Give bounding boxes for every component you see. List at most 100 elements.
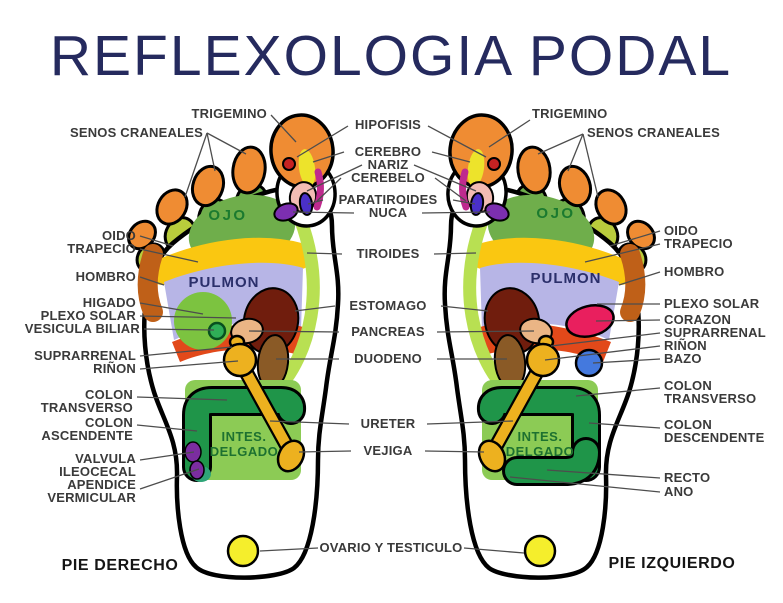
- leader-hipofisis-l: [296, 125, 349, 158]
- leader-senos-right-1: [537, 133, 584, 155]
- zone-corazon: [565, 304, 615, 338]
- leader-ovario-r: [463, 547, 525, 554]
- leader-hombro-right: [618, 271, 661, 286]
- label-higado-left: HIGADO: [83, 295, 136, 310]
- label-vejiga: VEJIGA: [364, 443, 413, 458]
- leader-trapecio-right: [584, 243, 661, 263]
- labels-center: HIPOFISIS CEREBRO NARIZ CEREBELO PARATIR…: [319, 117, 462, 555]
- leader-suprarrenal-right: [550, 332, 661, 347]
- leader-apendice-left: [139, 468, 200, 490]
- label-paratiroides: PARATIROIDES: [339, 192, 438, 207]
- leader-colon-ascendente-left: [136, 424, 198, 432]
- leader-ureter-r: [426, 420, 514, 425]
- label-pancreas: PANCREAS: [351, 324, 425, 339]
- label-rinon-left: RIÑON: [93, 361, 136, 376]
- leader-tiroides-r: [433, 252, 477, 255]
- leader-pancreas-l: [248, 330, 340, 333]
- label-oido-left: OIDO: [102, 228, 136, 243]
- leader-vesicula-left: [143, 328, 215, 331]
- leader-higado-left: [139, 302, 204, 315]
- pulmon-text-right: PULMON: [531, 270, 602, 287]
- label-trapecio-left: TRAPECIO: [67, 241, 136, 256]
- label-senos-craneales-left: SENOS CRANEALES: [70, 125, 203, 140]
- label-descendente-right: DESCENDENTE: [664, 430, 765, 445]
- leader-nariz-l: [306, 164, 363, 192]
- leader-nuca-r: [421, 211, 491, 214]
- leader-cerebelo-l: [316, 177, 342, 202]
- label-plexo-solar-right: PLEXO SOLAR: [664, 296, 760, 311]
- leader-rinon-left: [139, 360, 239, 370]
- leader-bazo-right: [592, 358, 661, 364]
- label-duodeno: DUODENO: [354, 351, 422, 366]
- ojo-text-right: OJO: [536, 205, 575, 222]
- leader-senos-right-2: [567, 133, 584, 172]
- leader-senos-left-1: [206, 132, 247, 155]
- label-cerebelo: CEREBELO: [351, 170, 425, 185]
- leader-hombro-left: [139, 276, 165, 286]
- leader-lines-center: [248, 125, 535, 554]
- leader-lines-left: [136, 114, 297, 490]
- label-ovario-testiculo: OVARIO Y TESTICULO: [319, 540, 462, 555]
- leader-nariz-r: [413, 164, 477, 192]
- leader-recto-right: [546, 469, 661, 479]
- label-vermicular-left: VERMICULAR: [47, 490, 136, 505]
- leader-tiroides-l: [306, 252, 343, 255]
- labels-right: TRIGEMINO SENOS CRANEALES OIDO TRAPECIO …: [532, 106, 766, 499]
- leader-ano-right: [509, 476, 661, 493]
- label-estomago: ESTOMAGO: [349, 298, 426, 313]
- label-cerebro: CEREBRO: [355, 144, 421, 159]
- label-ureter: URETER: [361, 416, 416, 431]
- leader-senos-right-3: [582, 133, 599, 198]
- labels-left: TRIGEMINO SENOS CRANEALES OIDO TRAPECIO …: [25, 106, 267, 505]
- page-title: REFLEXOLOGIA PODAL: [50, 24, 732, 88]
- foot-right-group: [445, 112, 660, 578]
- foot-left-group: [123, 112, 338, 578]
- label-ano-right: ANO: [664, 484, 694, 499]
- leader-oido-right: [609, 230, 661, 247]
- leader-colon-transverso-left: [136, 396, 228, 401]
- intestino-text-right-2: DELGADO: [506, 444, 575, 459]
- leader-cerebro-r: [431, 151, 471, 163]
- leader-corazon-right: [595, 319, 661, 322]
- ojo-text-left: OJO: [208, 207, 247, 224]
- intestino-text-left-2: DELGADO: [210, 444, 279, 459]
- label-hipofisis: HIPOFISIS: [355, 117, 421, 132]
- leader-senos-left-2: [206, 132, 216, 172]
- label-colon-1-left: COLON: [85, 387, 133, 402]
- leader-ovario-l: [259, 547, 319, 552]
- label-rinon-right: RIÑON: [664, 338, 707, 353]
- leader-nuca-l: [292, 211, 355, 214]
- footer-pie-derecho: PIE DERECHO: [62, 557, 179, 574]
- label-transverso-left: TRANSVERSO: [41, 400, 133, 415]
- leader-valvula-left: [139, 451, 195, 461]
- label-colon-2-right: COLON: [664, 417, 712, 432]
- leader-cerebro-l: [312, 151, 345, 163]
- label-hombro-left: HOMBRO: [76, 269, 136, 284]
- label-trigemino-left: TRIGEMINO: [192, 106, 267, 121]
- label-recto-right: RECTO: [664, 470, 710, 485]
- leader-pancreas-r: [436, 330, 535, 333]
- intestino-text-right-1: INTES.: [518, 429, 563, 444]
- leader-oido-left: [139, 235, 174, 247]
- leader-cerebelo-r: [434, 177, 467, 202]
- leader-estomago-r: [440, 305, 489, 312]
- label-apendice-left: APENDICE: [67, 477, 136, 492]
- label-colon-1-right: COLON: [664, 378, 712, 393]
- label-corazon-right: CORAZON: [664, 312, 731, 327]
- label-hombro-right: HOMBRO: [664, 264, 724, 279]
- leader-estomago-l: [294, 305, 336, 312]
- leader-trigemino-left: [270, 114, 297, 143]
- leader-trapecio-left: [139, 248, 199, 263]
- label-trigemino-right: TRIGEMINO: [532, 106, 607, 121]
- leader-colon-descendente-right: [588, 422, 661, 429]
- label-nariz: NARIZ: [368, 157, 409, 172]
- label-suprarrenal-right: SUPRARRENAL: [664, 325, 766, 340]
- label-suprarrenal-left: SUPRARRENAL: [34, 348, 136, 363]
- label-transverso-right: TRANSVERSO: [664, 391, 756, 406]
- label-senos-craneales-right: SENOS CRANEALES: [587, 125, 720, 140]
- label-valvula-left: VALVULA: [75, 451, 136, 466]
- leader-hipofisis-r: [427, 125, 487, 158]
- label-nuca: NUCA: [369, 205, 408, 220]
